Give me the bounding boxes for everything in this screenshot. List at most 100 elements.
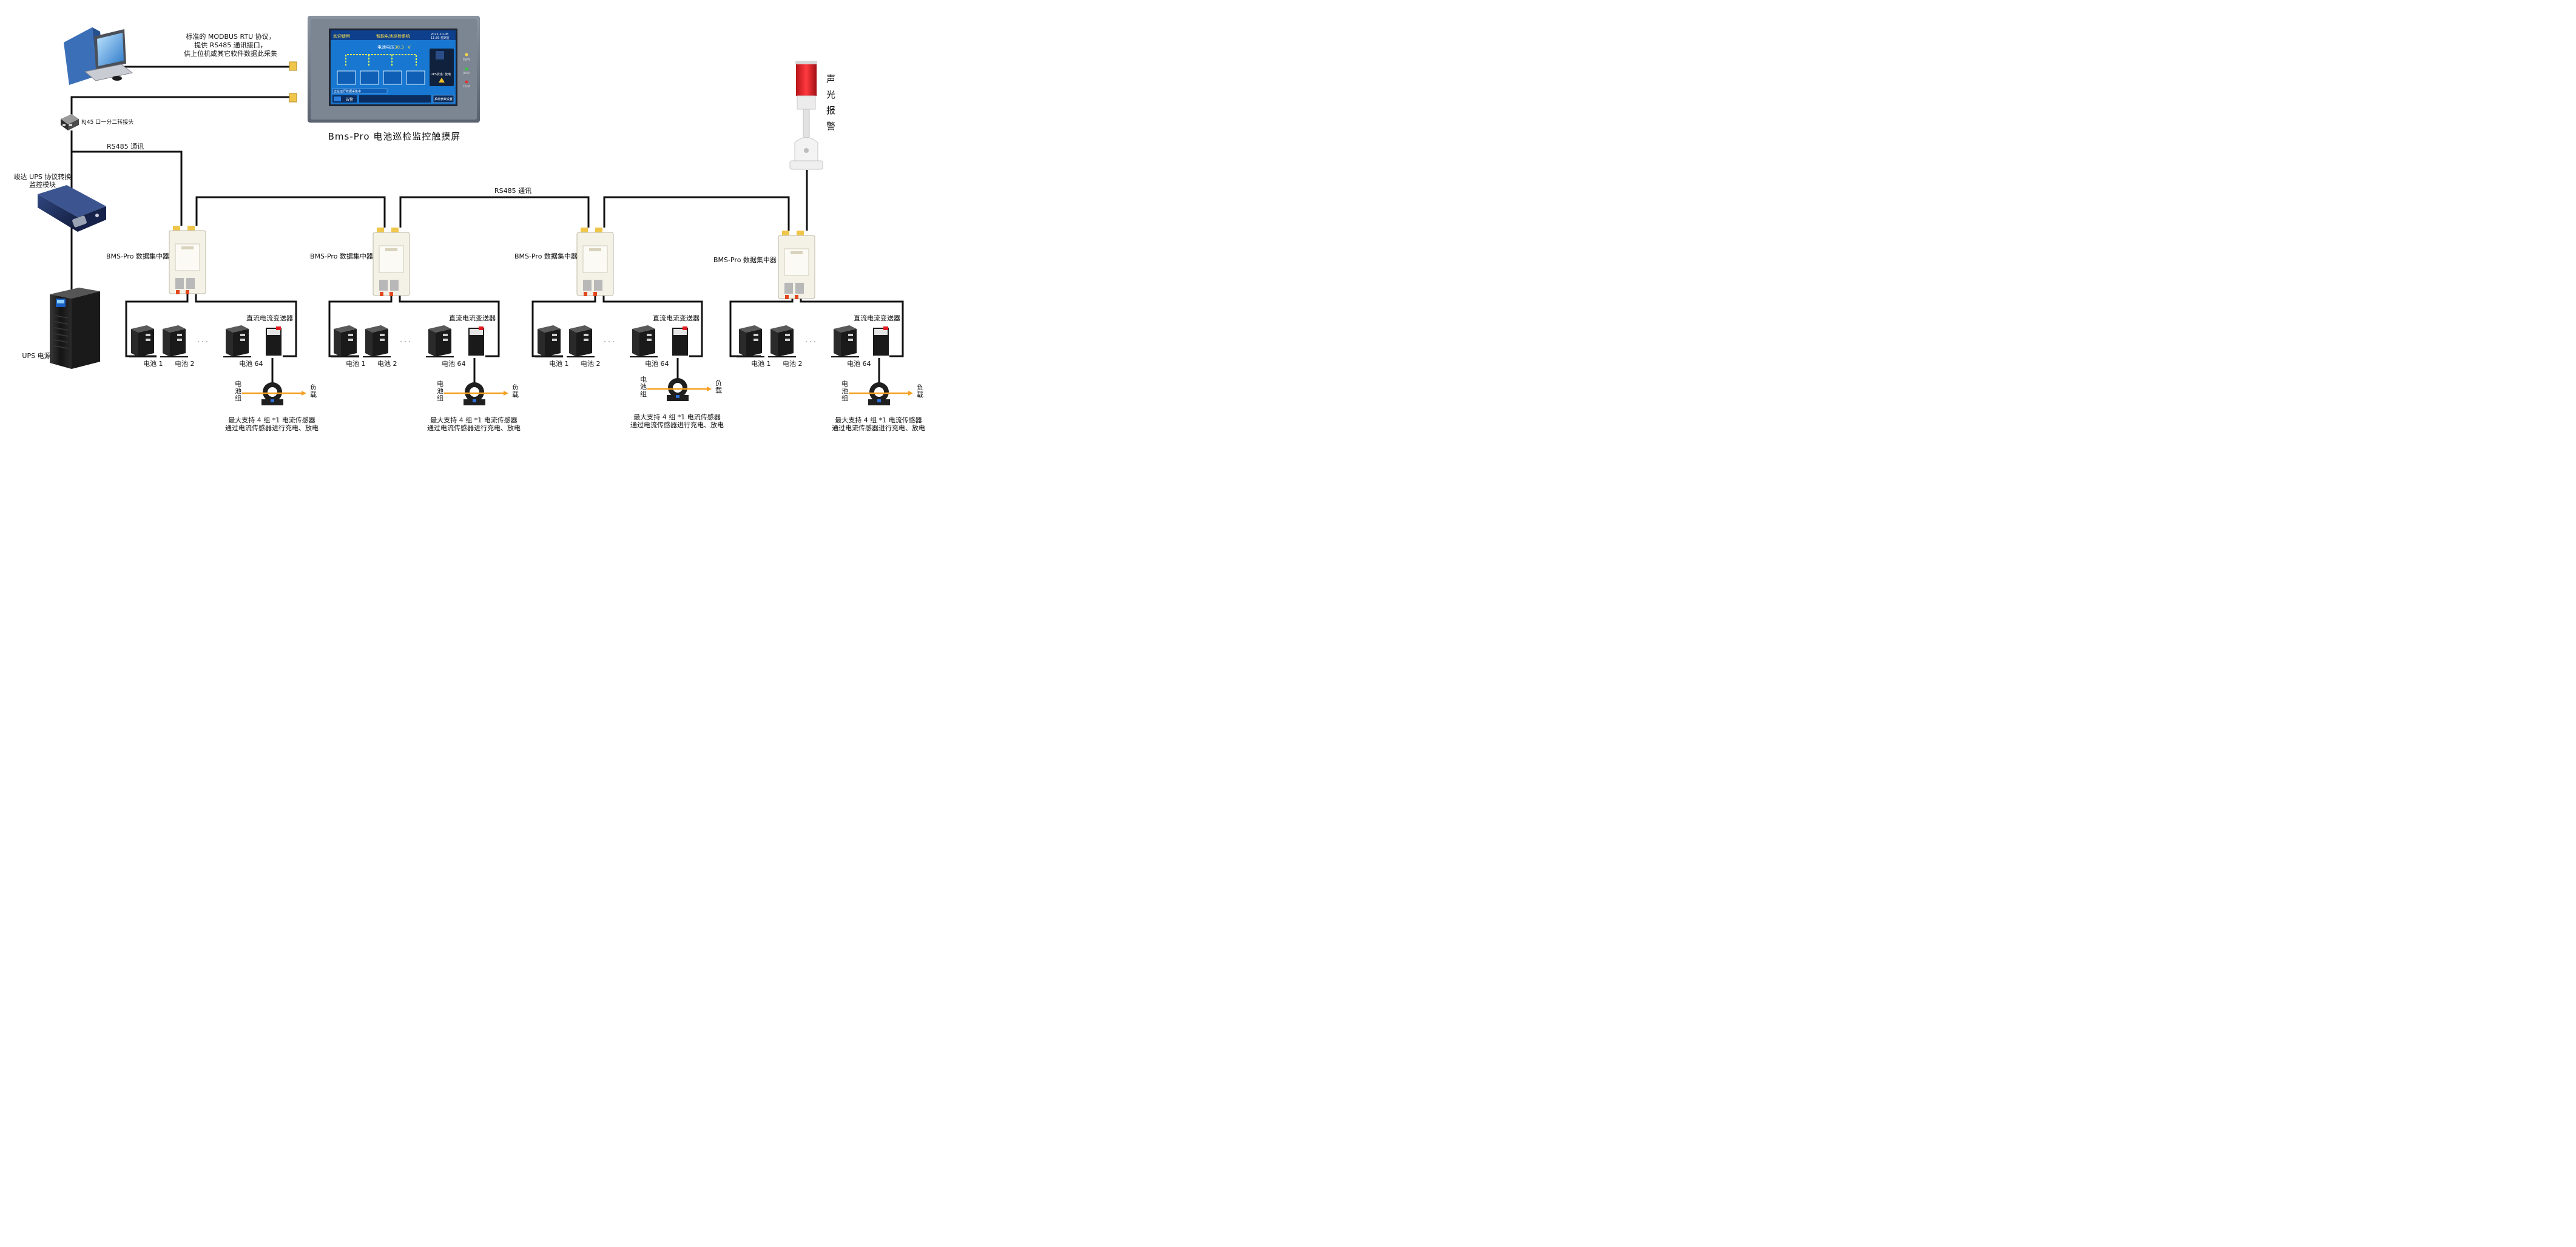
rs485-left-label: RS485 通讯	[107, 143, 144, 150]
sensor-note-2: 通过电流传感器进行充电、放电	[832, 424, 925, 432]
sensor-note-1: 最大支持 4 组 *1 电流传感器	[430, 416, 517, 424]
modbus-note-2: 提供 RS485 通讯接口，	[194, 41, 267, 49]
wire-rj45-to-screen	[70, 96, 291, 118]
battery-label: 电池 64	[645, 360, 669, 368]
wire-rs485-to-concentrator-1	[72, 150, 183, 226]
battery-label: 电池 2	[377, 360, 397, 368]
battery-pack-char: 电	[235, 380, 241, 388]
battery-sampler-icon	[160, 325, 188, 357]
screen-voltage-value: 30.3	[394, 45, 404, 50]
battery-sampler-icon	[737, 325, 764, 357]
ellipsis: · · ·	[805, 338, 815, 346]
sensor-note-1: 最大支持 4 组 *1 电流传感器	[633, 413, 720, 421]
load-char: 负	[715, 379, 722, 387]
wire-group-4-right	[800, 297, 904, 357]
battery-label: 电池 1	[143, 360, 163, 368]
battery-label: 电池 2	[783, 360, 803, 368]
ellipsis: · · ·	[400, 338, 410, 346]
battery-pack-char: 池	[841, 387, 848, 395]
concentrator-icon	[778, 231, 815, 299]
current-sensor-icon	[647, 378, 712, 401]
ups-module-label-2: 监控模块	[29, 180, 56, 189]
concentrator-icon	[576, 228, 614, 296]
dc-current-transmitter-icon	[266, 326, 282, 356]
screen-nav-button[interactable]: 系统参数设置	[434, 97, 453, 101]
battery-label: 电池 64	[847, 360, 871, 368]
battery-sampler-icon	[129, 325, 157, 357]
transmitter-label: 直流电流变送器	[449, 314, 496, 322]
screen-date: 2022-10-08	[431, 33, 448, 36]
battery-sampler-icon	[223, 325, 251, 357]
battery-pack-char: 组	[437, 394, 443, 402]
battery-pack-char: 电	[640, 376, 647, 384]
battery-pack-char: 组	[235, 394, 241, 402]
rj45-splitter-icon	[61, 114, 79, 130]
load-char: 载	[512, 391, 519, 399]
battery-sampler-icon	[535, 325, 563, 357]
alarm-char-2: 光	[826, 89, 835, 100]
ellipsis: · · ·	[604, 338, 614, 346]
concentrator-icon	[169, 226, 206, 294]
concentrator-icon	[373, 228, 410, 296]
sensor-note-1: 最大支持 4 组 *1 电流传感器	[228, 416, 315, 424]
computer-icon	[64, 27, 133, 85]
screen-voltage-unit: V	[408, 45, 411, 50]
modbus-note-1: 标准的 MODBUS RTU 协议，	[186, 32, 275, 41]
rj45-label: RJ45 口一分二转接头	[81, 118, 133, 126]
concentrator-label: BMS-Pro 数据集中器	[514, 252, 578, 260]
ups-power-icon	[50, 288, 100, 369]
current-sensor-icon	[242, 382, 306, 405]
load-char: 载	[310, 391, 317, 399]
ups-protocol-module-icon	[38, 185, 106, 232]
wire-group-3-right	[602, 294, 703, 357]
sensor-note-2: 通过电流传感器进行充电、放电	[630, 421, 724, 429]
current-sensor-icon	[444, 382, 508, 405]
sensor-note-2: 通过电流传感器进行充电、放电	[225, 424, 319, 432]
load-char: 负	[917, 383, 923, 391]
screen-bottom-status: 正在运行数据采集中	[334, 89, 361, 93]
alarm-char-3: 报	[826, 105, 835, 116]
screen-time: 11:39 星期五	[431, 36, 450, 40]
screen-title: 智能电池巡检系统	[376, 33, 410, 39]
transmitter-label: 直流电流变送器	[653, 314, 700, 322]
current-sensor-icon	[849, 382, 913, 405]
system-diagram: 标准的 MODBUS RTU 协议， 提供 RS485 通讯接口， 供上位机或其…	[14, 16, 925, 432]
concentrator-label: BMS-Pro 数据集中器	[310, 252, 373, 260]
ellipsis: · · ·	[197, 338, 207, 346]
battery-label: 电池 1	[346, 360, 366, 368]
ups-power-label: UPS 电源	[22, 351, 50, 360]
battery-pack-char: 电	[437, 380, 443, 388]
battery-sampler-icon	[363, 325, 391, 357]
sensor-note-2: 通过电流传感器进行充电、放电	[427, 424, 521, 432]
battery-label: 电池 64	[239, 360, 263, 368]
battery-pack-char: 组	[841, 394, 848, 402]
wire-bus-1-2	[195, 196, 386, 228]
battery-sampler-icon	[331, 325, 359, 357]
battery-label: 电池 2	[581, 360, 601, 368]
battery-pack-char: 池	[640, 383, 647, 391]
dc-current-transmitter-icon	[672, 326, 688, 356]
battery-sampler-icon	[426, 325, 454, 357]
wire-bus-3-4	[603, 196, 790, 231]
battery-sampler-icon	[630, 325, 658, 357]
screen-welcome: 欢迎使用	[333, 33, 350, 39]
touch-screen: 欢迎使用 智能电池巡检系统 2022-10-08 11:39 星期五 电池电压 …	[308, 16, 480, 123]
alarm-label: 声 光 报 警	[826, 73, 835, 132]
wire-group-2-right	[399, 294, 500, 357]
modbus-note-3: 供上位机或其它软件数据此采集	[184, 49, 277, 58]
ups-module-label-1: 竣达 UPS 协议转换	[14, 172, 72, 181]
battery-label: 电池 2	[175, 360, 195, 368]
screen-voltage-label: 电池电压	[377, 44, 394, 50]
wire-bus-2-3	[399, 196, 590, 228]
battery-label: 电池 64	[442, 360, 466, 368]
led-run: RUN	[463, 72, 470, 75]
alarm-char-1: 声	[826, 73, 835, 84]
concentrator-label: BMS-Pro 数据集中器	[106, 252, 169, 260]
transmitter-label: 直流电流变送器	[854, 314, 900, 322]
battery-label: 电池 1	[549, 360, 569, 368]
screen-alarm-button[interactable]: 告警	[346, 97, 353, 102]
